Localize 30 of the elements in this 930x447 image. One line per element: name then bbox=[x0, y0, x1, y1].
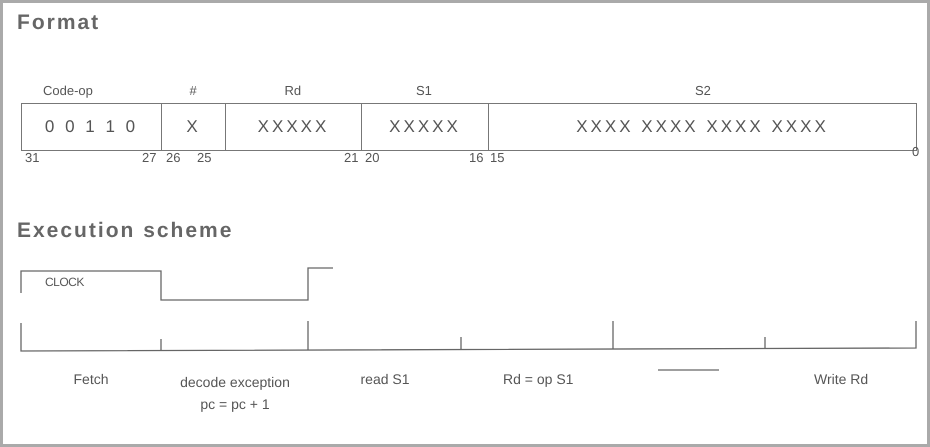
bit-field-box bbox=[225, 103, 362, 151]
bit-number: 26 bbox=[166, 150, 180, 165]
field-value: XXXX XXXX XXXX XXXX bbox=[576, 117, 829, 137]
phase-label: Rd = op S1 bbox=[503, 371, 574, 387]
field-name: # bbox=[190, 83, 197, 98]
field-value: X bbox=[186, 117, 201, 137]
field-name: S1 bbox=[416, 83, 432, 98]
bit-number: 20 bbox=[365, 150, 380, 165]
bit-number: 25 bbox=[197, 150, 212, 165]
phase-label: Fetch bbox=[74, 371, 109, 387]
bit-field-box bbox=[161, 103, 226, 151]
phase-label: Write Rd bbox=[814, 371, 868, 387]
bit-field-box bbox=[21, 103, 162, 151]
signal-name: CLOCK bbox=[45, 275, 84, 289]
phase-label: decode exception pc = pc + 1 bbox=[180, 373, 290, 414]
bit-number: 31 bbox=[25, 150, 40, 165]
bit-number: 15 bbox=[490, 150, 504, 165]
field-name: S2 bbox=[695, 83, 711, 98]
bit-field-box bbox=[361, 103, 489, 151]
field-name: Code-op bbox=[43, 83, 93, 98]
field-name: Rd bbox=[284, 83, 302, 98]
section-heading: Execution scheme bbox=[17, 219, 234, 243]
phase-label: read S1 bbox=[360, 371, 410, 387]
section-heading: Format bbox=[17, 11, 100, 35]
bit-number: 16 bbox=[469, 150, 484, 165]
field-value: XXXXX bbox=[258, 117, 330, 137]
field-value: XXXXX bbox=[389, 117, 461, 137]
bit-number: 21 bbox=[344, 150, 358, 165]
bit-number: 27 bbox=[142, 150, 156, 165]
field-value: 0 0 1 1 0 bbox=[44, 117, 138, 137]
